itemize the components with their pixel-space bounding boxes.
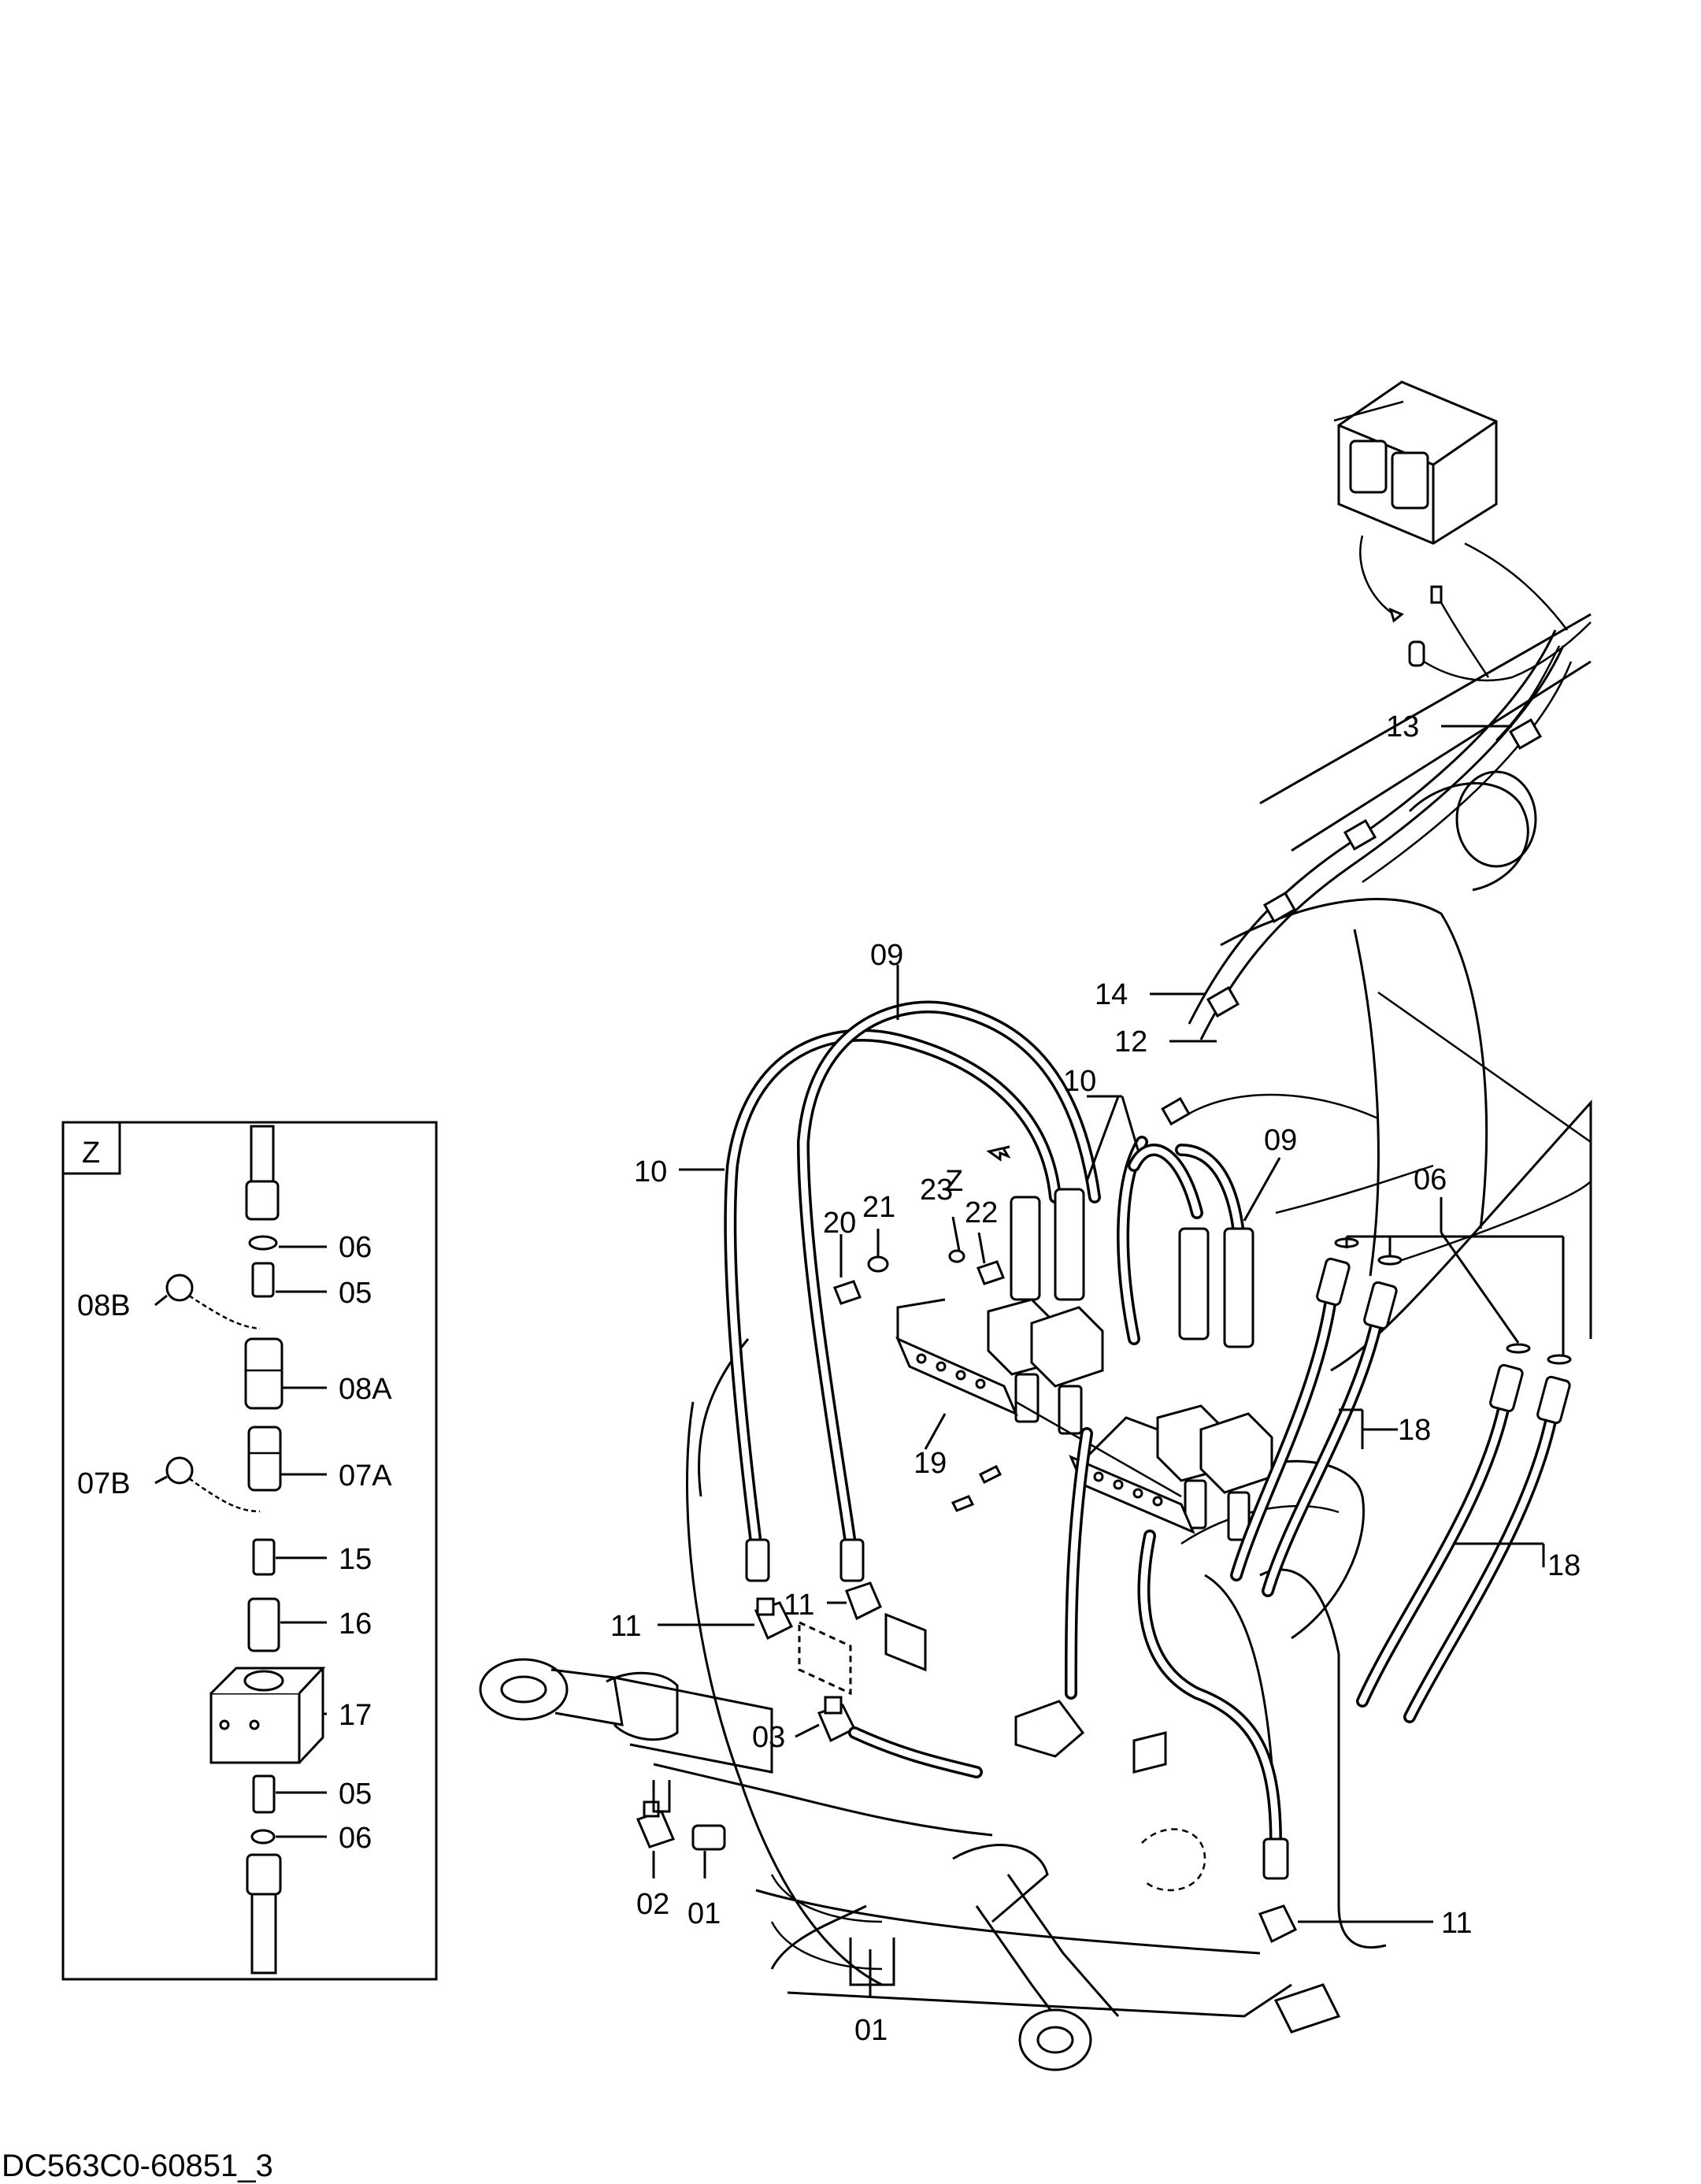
callout-18: 18 [1398,1414,1431,1447]
hose-end-fitting [839,1538,865,1582]
bolts-washers [833,1249,1005,1512]
callout-01: 01 [854,2014,888,2047]
coupler-08a [244,1337,284,1410]
callout-13: 13 [1386,710,1419,743]
hose-fitting-top [245,1180,280,1221]
hose-fitting-bottom [246,1853,282,1896]
o-ring-06-bottom [250,1829,276,1845]
dust-cap-07b [165,1456,194,1485]
elbow-11-right [1258,1904,1298,1944]
washer-23 [948,1249,965,1263]
callout-08a: 08A [339,1373,392,1406]
callout-06: 06 [339,1231,372,1264]
harness-clamp-13 [1508,718,1543,750]
callout-23: 23 [920,1174,953,1207]
callout-08b: 08B [77,1289,131,1322]
callout-07b: 07B [77,1467,131,1500]
bolt-22 [976,1260,1005,1285]
callout-02: 02 [636,1888,669,1921]
coupler-07a [247,1426,282,1492]
callout-09: 09 [1264,1124,1297,1157]
callout-07a: 07A [339,1459,392,1492]
lower-cylinder [770,1844,1341,2071]
coupler-stack-right [1117,1136,1273,1541]
view-direction-arrow [986,1145,1011,1162]
callout-12: 12 [1114,1025,1147,1059]
fitting-16 [247,1597,280,1652]
dust-cap-08b [165,1274,194,1302]
hose-set-18 [1230,1237,1572,1723]
wire-harness [1161,629,1573,1126]
hose-end-fitting [745,1538,770,1582]
view-arrow-label: Z [945,1165,963,1198]
hose-top-segment [250,1125,275,1183]
hose-set-left [724,1000,1101,1582]
callout-18: 18 [1547,1549,1581,1582]
callout-05: 05 [339,1277,372,1310]
callout-10: 10 [1063,1065,1096,1098]
callout-11: 11 [610,1610,641,1643]
callout-19: 19 [914,1447,947,1480]
boom-structure [686,613,1592,2018]
callout-labels: 09 14 12 13 10 09 06 10 Z 23 22 21 20 19… [610,710,1581,2047]
callout-16: 16 [339,1607,372,1641]
callout-17: 17 [339,1699,372,1732]
adapter-05-bottom [252,1774,276,1814]
hose-lower [1065,1427,1289,1880]
callout-09: 09 [870,939,903,972]
adapter-15 [252,1538,276,1576]
callout-22: 22 [965,1196,998,1229]
harness-clamp-14 [1206,986,1240,1018]
drawing-code: DC563C0-60851_3 [2,2149,273,2183]
detail-view-label: Z [82,1136,100,1170]
main-assembly: 09 14 12 13 10 09 06 10 Z 23 22 21 20 19… [479,380,1592,2071]
adapter-01 [691,1824,726,1851]
hose-bottom-segment [250,1893,277,1974]
fittings-lower [636,1581,1298,1944]
boom-cylinder [479,1658,993,1837]
elbow-11-mid [845,1581,882,1621]
callout-06: 06 [339,1822,372,1855]
callout-11: 11 [784,1589,814,1622]
operator-control-box [1333,380,1592,741]
callout-20: 20 [823,1207,856,1240]
washer-21 [867,1255,889,1273]
callout-11: 11 [1441,1907,1472,1940]
bracket-19 [895,1298,1195,1534]
callout-21: 21 [862,1191,895,1224]
leader-lines [652,725,1565,1997]
callout-15: 15 [339,1543,372,1576]
callout-05: 05 [339,1778,372,1811]
callout-06: 06 [1414,1163,1447,1196]
bolt-20 [833,1280,862,1305]
callout-10: 10 [634,1155,667,1188]
o-ring-06-top [248,1235,278,1251]
coupler-stack-left [987,1188,1104,1435]
detail-z-inset: Z [61,1121,438,1981]
callout-14: 14 [1095,978,1128,1011]
callout-03: 03 [752,1721,785,1754]
callout-01: 01 [687,1897,721,1930]
adapter-05-top [251,1262,275,1298]
